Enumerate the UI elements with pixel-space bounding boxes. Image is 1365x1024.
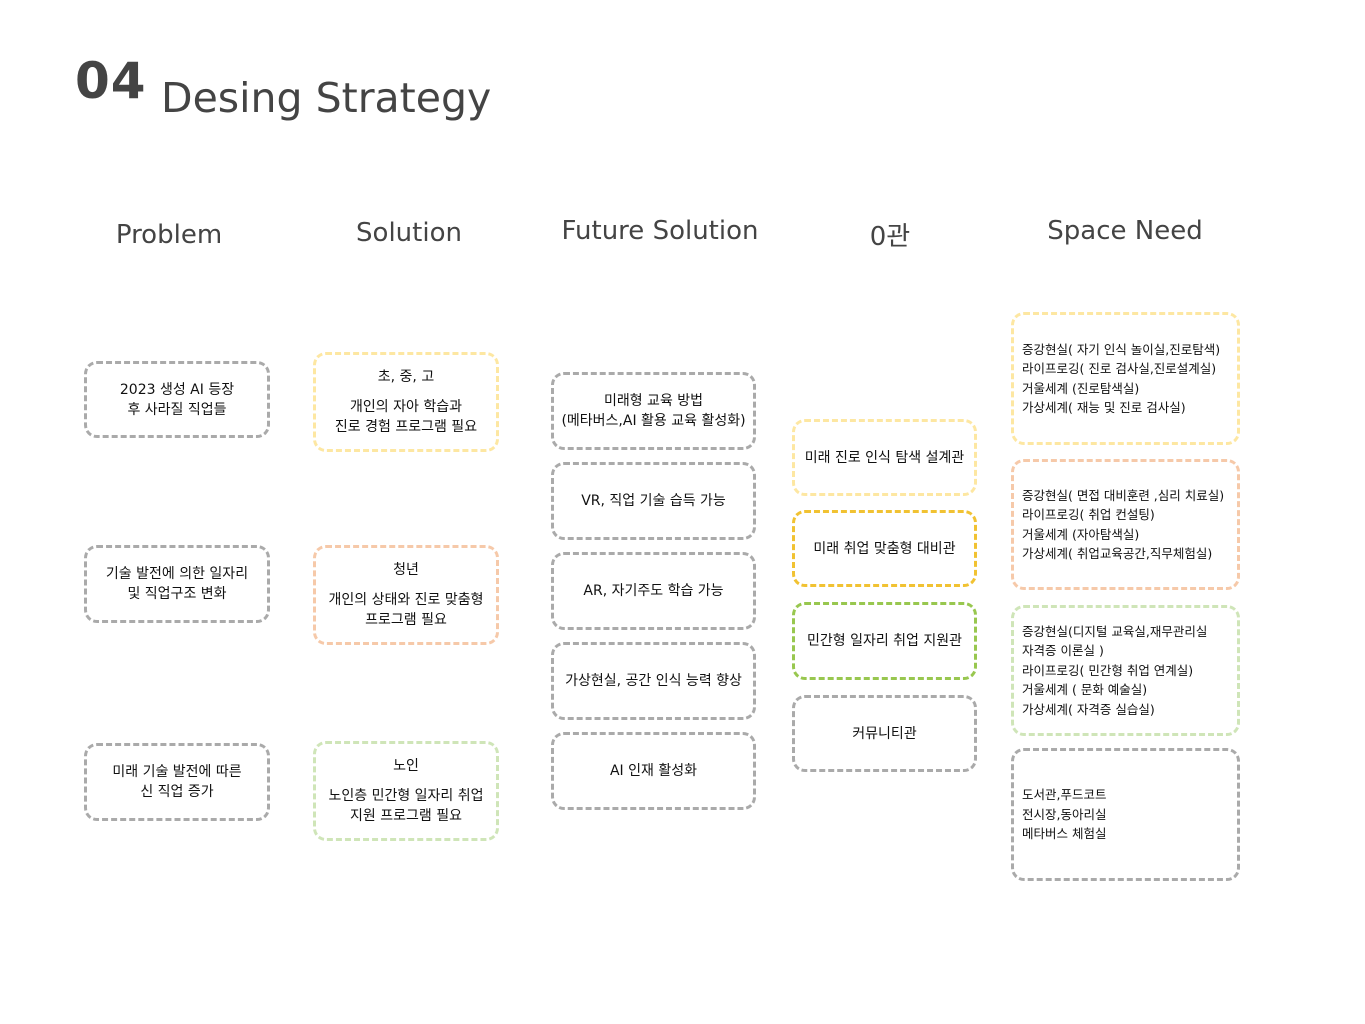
box-text: 도서관,푸드코트 (1022, 787, 1107, 803)
box-text: 거울세계 (자아탐색실) (1022, 526, 1140, 542)
box-heading: 초, 중, 고 (377, 369, 435, 385)
box-text: 2023 생성 AI 등장 (119, 381, 235, 398)
box-text: 개인의 상태와 진로 맞춤형 (328, 592, 484, 608)
box-text: 거울세계 ( 문화 예술실) (1022, 682, 1148, 698)
hall-box-career-exploration: 미래 진로 인식 탐색 설계관 (792, 419, 977, 496)
box-heading: 청년 (393, 562, 419, 578)
box-text: 전시장,동아리실 (1022, 806, 1107, 822)
box-text: 증강현실(디지털 교육실,재무관리실 (1022, 623, 1208, 639)
box-text: 미래 취업 맞춤형 대비관 (813, 540, 956, 557)
column-header-future-solution: Future Solution (561, 216, 759, 246)
solution-box-youth: 청년 개인의 상태와 진로 맞춤형 프로그램 필요 (313, 545, 499, 645)
box-text: 가상세계( 자격증 실습실) (1022, 701, 1155, 717)
box-text: VR, 직업 기술 습득 가능 (581, 493, 726, 509)
box-text: 민간형 일자리 취업 지원관 (806, 633, 963, 649)
column-header-problem: Problem (115, 220, 223, 250)
box-text: 가상세계( 취업교육공간,직무체험실) (1022, 546, 1213, 561)
box-text: 가상세계( 재능 및 진로 검사실) (1022, 400, 1186, 415)
box-text: 미래 진로 인식 탐색 설계관 (804, 449, 965, 466)
problem-box-1: 2023 생성 AI 등장 후 사라질 직업들 (84, 361, 270, 438)
problem-box-3: 미래 기술 발전에 따른 신 직업 증가 (84, 743, 270, 821)
box-text: 및 직업구조 변화 (127, 586, 227, 602)
box-text: 미래형 교육 방법 (603, 393, 704, 409)
box-text: 신 직업 증가 (140, 784, 214, 800)
hall-box-employment-preparation: 미래 취업 맞춤형 대비관 (792, 510, 977, 587)
box-heading: 노인 (393, 758, 419, 774)
column-header-hall: 0관 (869, 222, 911, 252)
box-text: 라이프로깅( 취업 컨설팅) (1022, 507, 1155, 522)
future-solution-box-5: AI 인재 활성화 (551, 732, 756, 810)
page-number: 04 (75, 52, 147, 110)
box-text: 후 사라질 직업들 (127, 401, 227, 418)
box-text: 거울세계 (진로탐색실) (1022, 380, 1140, 396)
space-need-box-2: 증강현실( 면접 대비훈련 ,심리 치료실) 라이프로깅( 취업 컨설팅) 거울… (1011, 459, 1240, 590)
column-header-space-need: Space Need (1047, 216, 1203, 246)
box-text: AI 인재 활성화 (609, 763, 697, 779)
box-text: 개인의 자아 학습과 (350, 399, 462, 415)
future-solution-box-2: VR, 직업 기술 습득 가능 (551, 462, 756, 540)
problem-box-2: 기술 발전에 의한 일자리 및 직업구조 변화 (84, 545, 270, 623)
box-text: 증강현실( 면접 대비훈련 ,심리 치료실) (1022, 487, 1225, 503)
box-text: 메타버스 체험실 (1022, 826, 1107, 842)
future-solution-box-3: AR, 자기주도 학습 가능 (551, 552, 756, 630)
box-text: (메타버스,AI 활용 교육 활성화) (561, 413, 746, 429)
future-solution-box-4: 가상현실, 공간 인식 능력 향상 (551, 642, 756, 720)
box-text: 지원 프로그램 필요 (350, 808, 462, 824)
hall-box-job-support: 민간형 일자리 취업 지원관 (792, 602, 977, 680)
future-solution-box-1: 미래형 교육 방법 (메타버스,AI 활용 교육 활성화) (551, 372, 756, 450)
box-text: 노인층 민간형 일자리 취업 (328, 788, 484, 804)
solution-box-students: 초, 중, 고 개인의 자아 학습과 진로 경험 프로그램 필요 (313, 352, 499, 452)
hall-box-community: 커뮤니티관 (792, 695, 977, 772)
box-text: 미래 기술 발전에 따른 (112, 764, 242, 780)
box-text: AR, 자기주도 학습 가능 (583, 583, 724, 599)
box-text: 증강현실( 자기 인식 놀이실,진로탐색) (1022, 341, 1221, 357)
page-title: Desing Strategy (161, 74, 492, 122)
box-text: 라이프로깅( 진로 검사실,진로설계실) (1022, 361, 1217, 376)
box-text: 기술 발전에 의한 일자리 (105, 566, 249, 582)
box-text: 커뮤니티관 (852, 725, 917, 742)
box-text: 가상현실, 공간 인식 능력 향상 (565, 673, 742, 689)
box-text: 자격증 이론실 ) (1022, 643, 1104, 659)
box-text: 진로 경험 프로그램 필요 (334, 419, 478, 435)
space-need-box-1: 증강현실( 자기 인식 놀이실,진로탐색) 라이프로깅( 진로 검사실,진로설계… (1011, 312, 1240, 445)
box-text: 프로그램 필요 (365, 612, 447, 628)
box-text: 라이프로깅( 민간형 취업 연계실) (1022, 662, 1194, 678)
space-need-box-4: 도서관,푸드코트 전시장,동아리실 메타버스 체험실 (1011, 748, 1240, 881)
space-need-box-3: 증강현실(디지털 교육실,재무관리실 자격증 이론실 ) 라이프로깅( 민간형 … (1011, 605, 1240, 736)
column-header-solution: Solution (356, 218, 462, 248)
solution-box-seniors: 노인 노인층 민간형 일자리 취업 지원 프로그램 필요 (313, 741, 499, 841)
